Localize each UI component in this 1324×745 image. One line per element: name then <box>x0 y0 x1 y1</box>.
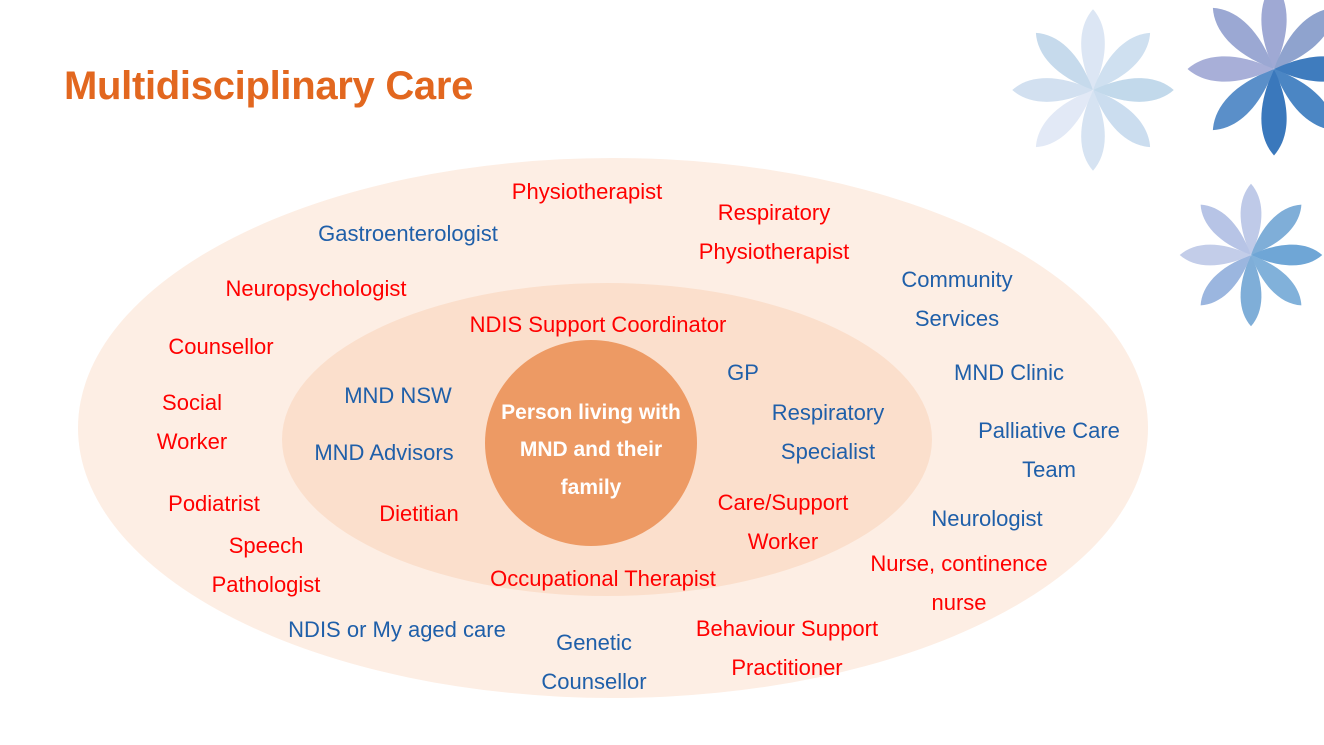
flower-dark-blue <box>1183 0 1324 160</box>
role-label: Respiratory Physiotherapist <box>698 200 850 264</box>
role-label: Community Services <box>901 267 1013 331</box>
role-label: MND Clinic <box>954 360 1064 385</box>
role-label: GP <box>727 360 759 385</box>
role-label: Dietitian <box>379 501 459 526</box>
role-label: NDIS or My aged care <box>288 617 506 642</box>
page-title: Multidisciplinary Care <box>64 64 474 108</box>
center-person-label: Person living with MND and their family <box>501 401 681 499</box>
role-label: Neurologist <box>931 506 1043 531</box>
role-label: Behaviour Support Practitioner <box>695 616 879 680</box>
role-label: Neuropsychologist <box>225 276 407 301</box>
role-label: Occupational Therapist <box>490 566 716 591</box>
role-label: MND NSW <box>344 383 452 408</box>
role-label: Genetic Counsellor <box>541 630 647 694</box>
role-label: NDIS Support Coordinator <box>469 312 727 337</box>
role-label: Physiotherapist <box>511 179 663 204</box>
role-label: Respiratory Specialist <box>771 400 885 464</box>
role-label: Gastroenterologist <box>318 221 498 246</box>
role-label: Nurse, continence nurse <box>870 551 1048 615</box>
role-label: MND Advisors <box>314 440 454 465</box>
role-label: Podiatrist <box>168 491 260 516</box>
flower-medium-blue <box>1176 180 1324 330</box>
role-label: Counsellor <box>168 334 274 359</box>
role-label: Care/Support Worker <box>717 490 849 554</box>
role-label: Social Worker <box>156 390 228 454</box>
role-label: Speech Pathologist <box>211 533 321 597</box>
inner-circle-core <box>485 340 697 546</box>
role-label: Palliative Care Team <box>978 418 1120 482</box>
flower-light-blue <box>1008 5 1178 175</box>
